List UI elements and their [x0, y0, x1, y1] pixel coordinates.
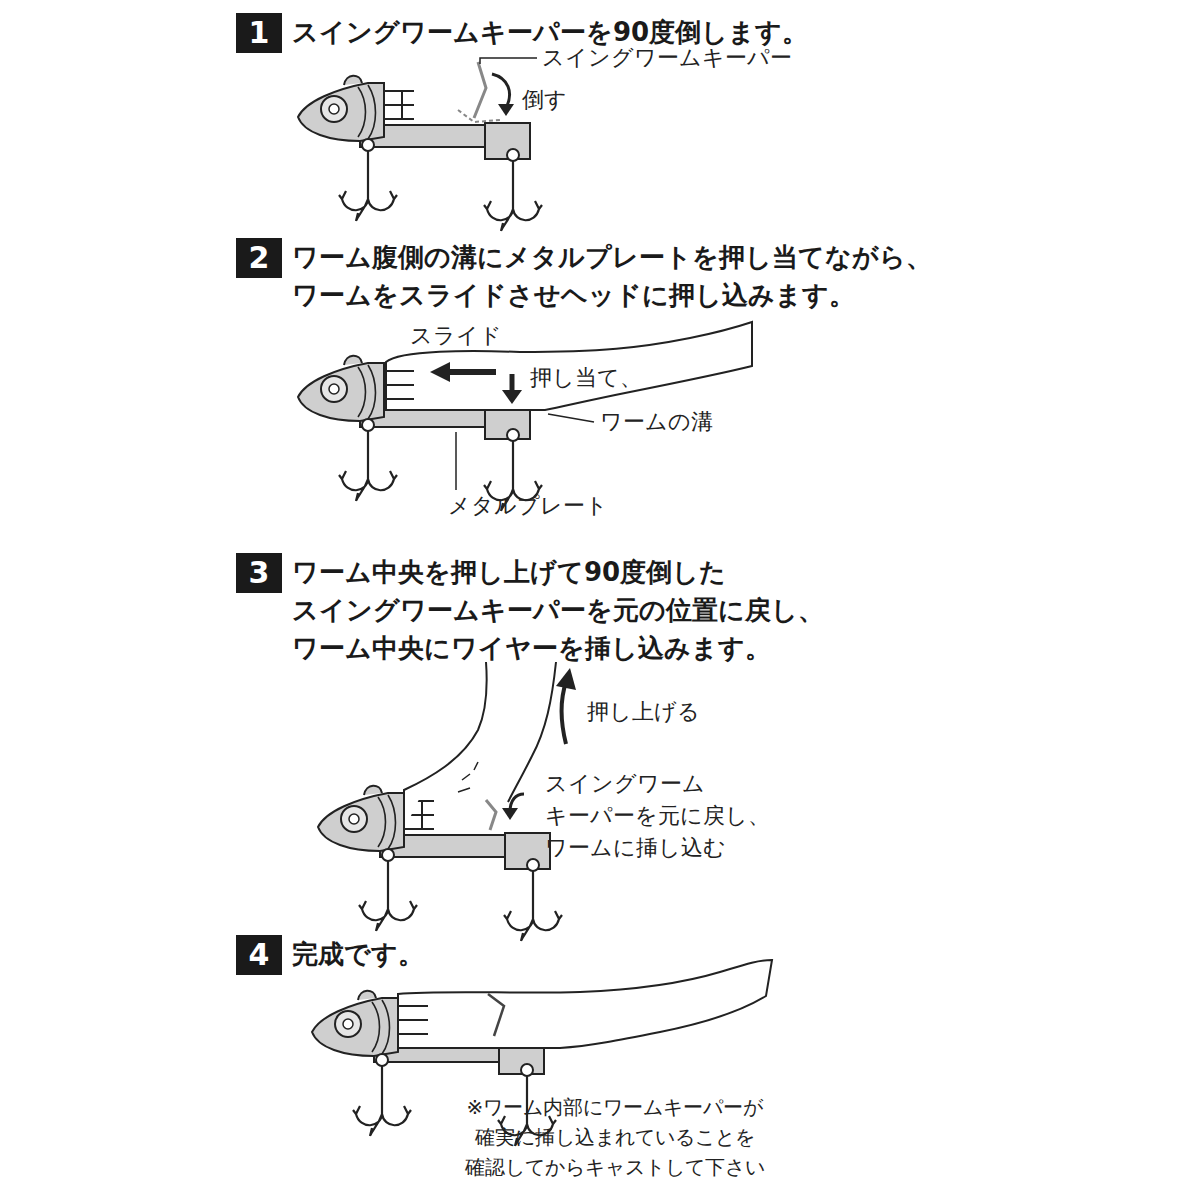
- caution-note: ※ワーム内部にワームキーパーが 確実に挿し込まれていることを 確認してからキャス…: [415, 1092, 815, 1182]
- step-number: 4: [236, 935, 282, 975]
- callout-label: メタルプレート: [448, 492, 608, 520]
- callout-label: 押し上げる: [587, 698, 700, 726]
- step-number: 2: [236, 238, 282, 278]
- step-heading: ワーム中央を押し上げて90度倒した スイングワームキーパーを元の位置に戻し、 ワ…: [292, 553, 862, 667]
- step-number: 1: [236, 13, 282, 53]
- step-number: 3: [236, 553, 282, 593]
- callout-label: ワームの溝: [600, 408, 713, 436]
- step-marker: 1スイングワームキーパーを90度倒します。: [236, 13, 282, 53]
- callout-label: スライド: [410, 322, 502, 350]
- callout-label: スイングワームキーパー: [542, 44, 792, 72]
- callout-label: 倒す: [522, 86, 567, 114]
- step-marker: 2ワーム腹側の溝にメタルプレートを押し当てながら、 ワームをスライドさせヘッドに…: [236, 238, 282, 278]
- callout-label: スイングワーム キーパーを元に戻し、 ワームに挿し込む: [545, 768, 835, 864]
- step-marker: 4完成です。: [236, 935, 282, 975]
- callout-label: 押し当て、: [530, 364, 642, 392]
- step-heading: 完成です。: [292, 935, 692, 973]
- step-heading: ワーム腹側の溝にメタルプレートを押し当てながら、 ワームをスライドさせヘッドに押…: [292, 238, 932, 314]
- step-marker: 3ワーム中央を押し上げて90度倒した スイングワームキーパーを元の位置に戻し、 …: [236, 553, 282, 593]
